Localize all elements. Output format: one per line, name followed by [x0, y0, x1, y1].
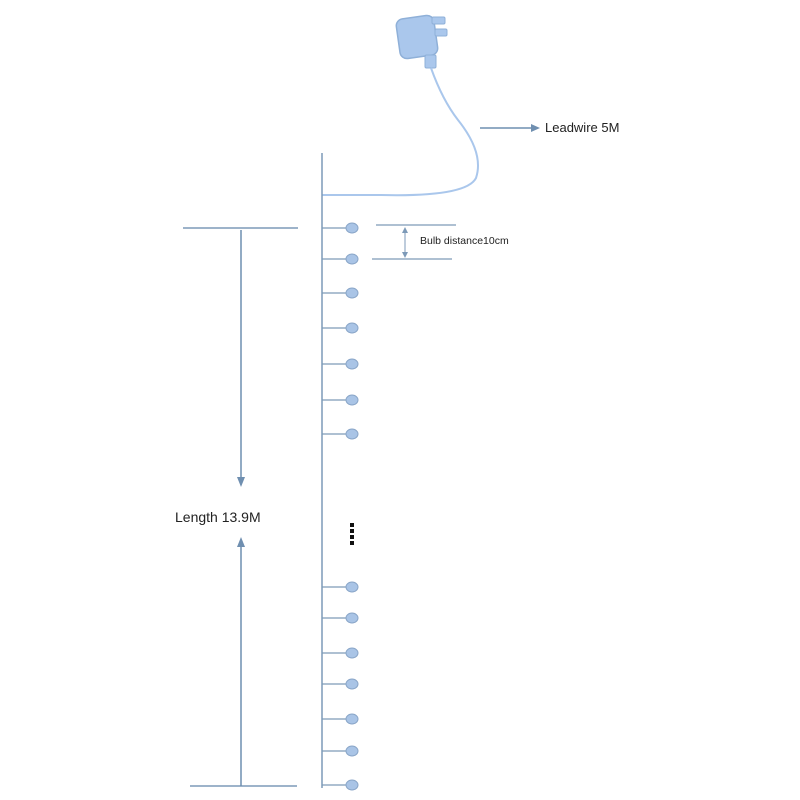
bulb-distance-label: Bulb distance10cm — [420, 235, 509, 247]
lead-wire-label: Leadwire 5M — [545, 120, 619, 135]
bulb-icon — [345, 222, 359, 234]
bulb-icon — [345, 253, 359, 265]
bulb-icon — [345, 779, 359, 791]
bulb-icon — [345, 428, 359, 440]
bulb-distance-arrowhead-down — [402, 252, 408, 258]
bulb-icon — [345, 678, 359, 690]
adapter-connector — [424, 54, 437, 69]
bulb-icon — [345, 287, 359, 299]
length-upper-arrowhead — [237, 477, 245, 487]
lead-wire — [322, 67, 479, 197]
bulb-distance-arrowhead-up — [402, 227, 408, 233]
length-label: Length 13.9M — [175, 509, 261, 525]
bulb-icon — [345, 745, 359, 757]
ellipsis-dot — [350, 529, 354, 533]
adapter-prong-top — [431, 16, 446, 25]
bulb-icon — [345, 713, 359, 725]
length-dimension — [183, 227, 298, 787]
bulb-distance-annotation — [372, 224, 456, 260]
lead-wire-arrow — [480, 124, 540, 132]
ellipsis-dot — [350, 523, 354, 527]
bulb-icon — [345, 612, 359, 624]
bulb-icon — [345, 647, 359, 659]
bulb-icon — [345, 358, 359, 370]
ellipsis-dot — [350, 535, 354, 539]
power-adapter-icon — [395, 14, 448, 69]
adapter-prong-bottom — [434, 28, 448, 37]
bulb-icon — [345, 322, 359, 334]
length-lower-arrowhead — [237, 537, 245, 547]
bulb-icon — [345, 394, 359, 406]
ellipsis-dots — [350, 523, 354, 545]
ellipsis-dot — [350, 541, 354, 545]
bulb-icon — [345, 581, 359, 593]
bulbs-group — [322, 222, 359, 791]
